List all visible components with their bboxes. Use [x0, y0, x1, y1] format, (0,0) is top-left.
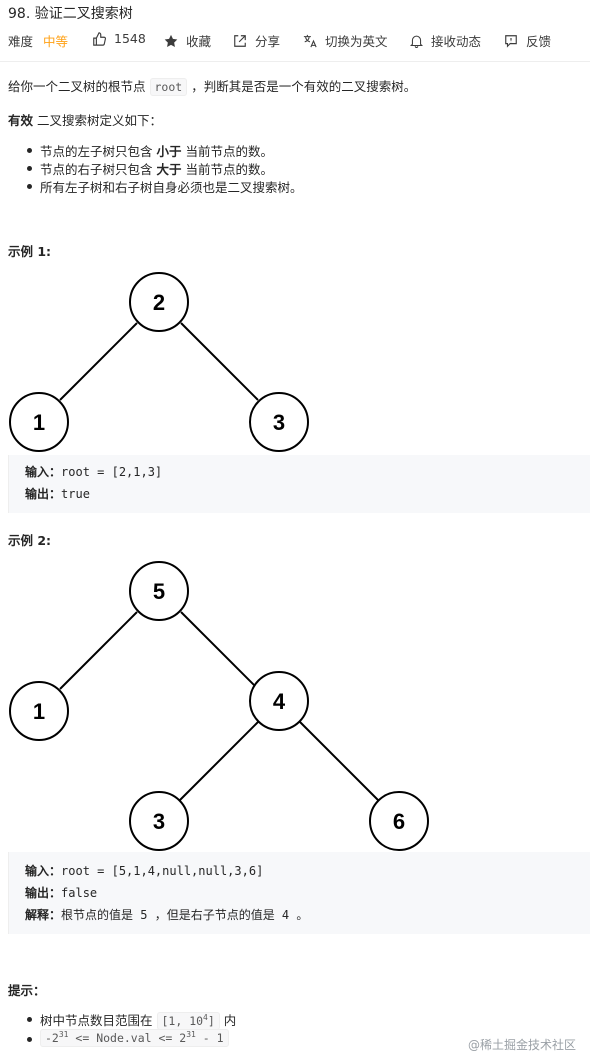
share-button[interactable]: 分享 [233, 31, 280, 50]
tree-node [9, 392, 69, 452]
tree-node-value: 6 [393, 809, 405, 834]
difficulty-label: 难度 [8, 34, 34, 49]
tree-node-value: 3 [153, 809, 165, 834]
thumbs-up-icon [93, 31, 106, 46]
star-icon [164, 34, 178, 47]
subscribe-button[interactable]: 接收动态 [410, 31, 481, 50]
difficulty: 难度 中等 [8, 31, 68, 50]
example-2-title: 示例 2: [8, 533, 52, 548]
example-2-explanation: 解释：根节点的值是 5 ，但是右子节点的值是 4 。 [25, 908, 309, 922]
list-item: 节点的左子树只包含 小于 当前节点的数。 [0, 141, 303, 159]
definition-list: 节点的左子树只包含 小于 当前节点的数。 节点的右子树只包含 大于 当前节点的数… [0, 141, 303, 195]
feedback-label: 反馈 [526, 34, 552, 49]
difficulty-value: 中等 [43, 34, 69, 49]
tree-edge [180, 611, 259, 690]
intro-code: root [149, 78, 188, 96]
watermark: @稀土掘金技术社区 [467, 1038, 576, 1052]
favorite-label: 收藏 [186, 34, 212, 49]
translate-label: 切换为英文 [325, 34, 388, 49]
share-label: 分享 [255, 34, 281, 49]
definition-text: 二叉搜索树定义如下： [37, 113, 163, 128]
problem-title: 98. 验证二叉搜索树 [8, 6, 133, 22]
share-icon [234, 34, 246, 47]
tree-node [249, 671, 309, 731]
example-1-tree-diagram: 2 1 3 [9, 272, 309, 452]
tree-node [369, 791, 429, 851]
example-1-title: 示例 1: [8, 244, 52, 259]
example-1-code-block: 输入：root = [2,1,3] 输出：true [8, 455, 590, 513]
problem-meta-bar: 难度 中等 1548 收藏 分享 切换为英文 接收动态 反馈 [0, 28, 590, 52]
translate-button[interactable]: 切换为英文 [303, 31, 388, 50]
tree-node-value: 1 [33, 699, 45, 724]
tree-node-value: 5 [153, 579, 165, 604]
definition-strong: 有效 [8, 113, 34, 128]
example-1-input: 输入：root = [2,1,3] [25, 465, 163, 479]
intro-suffix: ，判断其是否是一个有效的二叉搜索树。 [191, 79, 417, 94]
tree-edge [59, 322, 138, 401]
list-item: 所有左子树和右子树自身必须也是二叉搜索树。 [0, 177, 303, 195]
tree-edge [59, 611, 138, 690]
translate-icon [303, 34, 317, 47]
hints-list: 树中节点数目范围在 [1, 104] 内 -231 <= Node.val <=… [0, 1010, 236, 1050]
tree-edge [180, 322, 259, 401]
hints-title: 提示： [8, 983, 46, 998]
tree-edge [299, 721, 379, 801]
definition-heading: 有效 二叉搜索树定义如下： [8, 110, 162, 129]
likes-count: 1548 [114, 31, 146, 46]
tree-node [9, 681, 69, 741]
example-2-input: 输入：root = [5,1,4,null,null,3,6] [25, 864, 264, 878]
list-item: 树中节点数目范围在 [1, 104] 内 [0, 1010, 236, 1030]
divider [0, 61, 590, 62]
favorite-button[interactable]: 收藏 [164, 31, 211, 50]
example-1-output: 输出：true [25, 487, 90, 501]
tree-edge [179, 721, 259, 801]
list-item: -231 <= Node.val <= 231 - 1 [0, 1029, 236, 1050]
tree-node [249, 392, 309, 452]
example-2-code-block: 输入：root = [5,1,4,null,null,3,6] 输出：false… [8, 852, 590, 934]
example-2-output: 输出：false [25, 886, 98, 900]
like-button[interactable]: 1548 [92, 31, 146, 46]
feedback-button[interactable]: 反馈 [504, 31, 551, 50]
list-item: 节点的右子树只包含 大于 当前节点的数。 [0, 159, 303, 177]
problem-intro: 给你一个二叉树的根节点 root ，判断其是否是一个有效的二叉搜索树。 [8, 76, 417, 96]
bell-icon [410, 35, 423, 48]
tree-node-value: 4 [273, 689, 286, 714]
tree-node [129, 791, 189, 851]
feedback-icon [505, 34, 517, 48]
subscribe-label: 接收动态 [431, 34, 482, 49]
tree-node-value: 1 [33, 410, 45, 435]
tree-node-value: 2 [153, 290, 165, 315]
intro-text: 给你一个二叉树的根节点 [8, 79, 146, 94]
tree-node [129, 561, 189, 621]
tree-node-value: 3 [273, 410, 285, 435]
tree-node [129, 272, 189, 332]
example-2-tree-diagram: 5 1 4 3 6 [9, 561, 429, 851]
